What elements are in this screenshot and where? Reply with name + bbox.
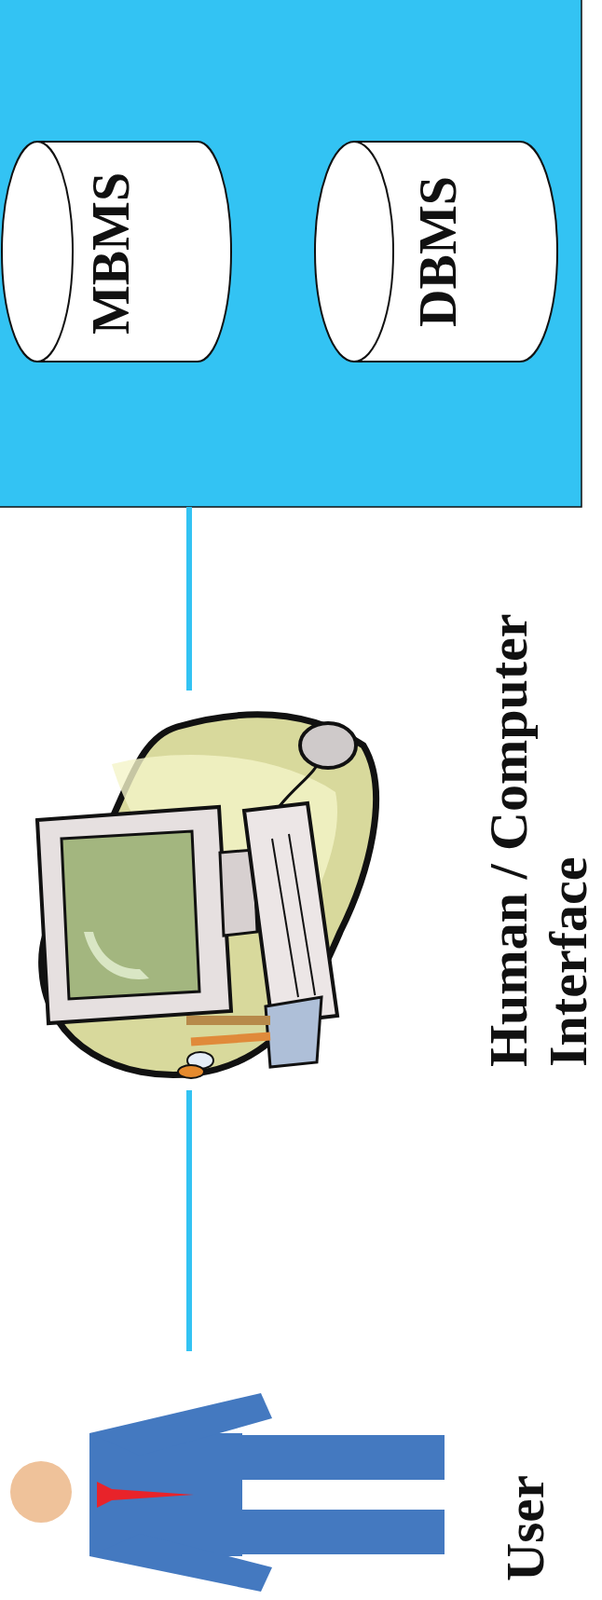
cup-item — [177, 1065, 205, 1079]
pencil — [191, 1036, 271, 1042]
pencil-cup — [265, 997, 322, 1068]
connector-line — [189, 1090, 191, 1352]
pencil — [186, 1015, 271, 1026]
keyboard-keys — [288, 834, 315, 996]
monitor-frame — [37, 807, 232, 1024]
node-label: DBMS — [410, 176, 468, 328]
screen-glare — [83, 931, 150, 980]
user-leg — [214, 1509, 445, 1555]
actor-node: User — [0, 1351, 601, 1599]
system-panel — [0, 0, 582, 507]
connector-line — [186, 1090, 192, 1352]
database-cylinder: MBMS — [0, 139, 233, 364]
database-cylinder: DBMS — [313, 139, 561, 364]
node-label: User — [496, 1475, 556, 1582]
keyboard — [244, 803, 338, 1024]
mouse — [300, 723, 356, 768]
cylinder-cap — [314, 141, 394, 362]
link-line — [186, 506, 192, 691]
user-head — [10, 1461, 72, 1523]
node-label: MBMS — [82, 172, 141, 335]
interface-node: Human / Computer Interface — [27, 577, 601, 1091]
user-leg — [214, 1435, 445, 1480]
user-figure — [10, 1393, 445, 1592]
monitor-screen — [61, 831, 200, 999]
cylinder-cap — [1, 141, 73, 362]
user-tie — [96, 1481, 194, 1508]
computer-clipart — [37, 714, 377, 1079]
node-label: Human / Computer Interface — [478, 582, 599, 1068]
